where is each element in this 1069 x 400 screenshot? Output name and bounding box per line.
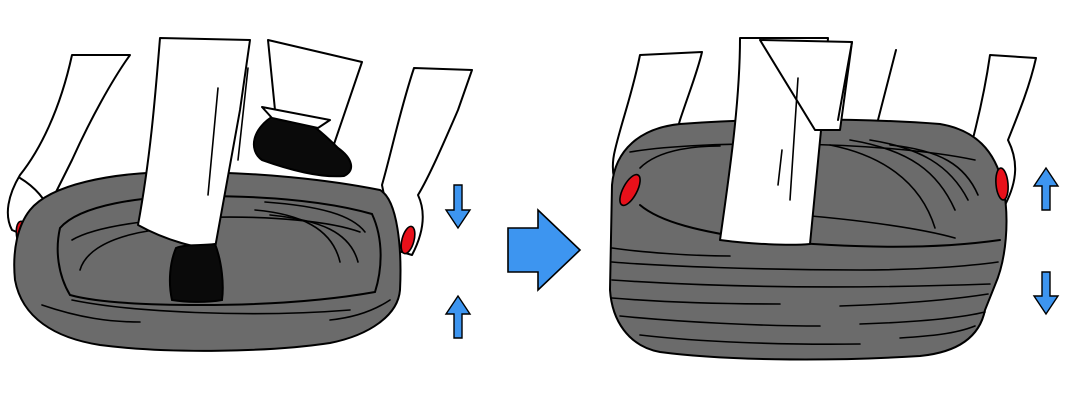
nail-icon — [995, 167, 1009, 201]
leg-icon — [137, 37, 251, 303]
hand-icon — [381, 67, 473, 256]
arrow-up-icon — [1032, 166, 1060, 211]
shoe-icon — [253, 113, 353, 178]
leg-icon — [719, 37, 897, 246]
panel-after — [608, 37, 1060, 361]
arrow-up-icon — [444, 294, 472, 339]
shoe-icon — [168, 242, 224, 303]
panel-before — [6, 37, 473, 352]
nail-icon — [400, 225, 416, 255]
arrow-down-icon — [444, 184, 472, 230]
arrow-right-icon — [507, 208, 582, 292]
nail-icon — [619, 173, 641, 207]
arrow-down-icon — [1032, 271, 1060, 316]
